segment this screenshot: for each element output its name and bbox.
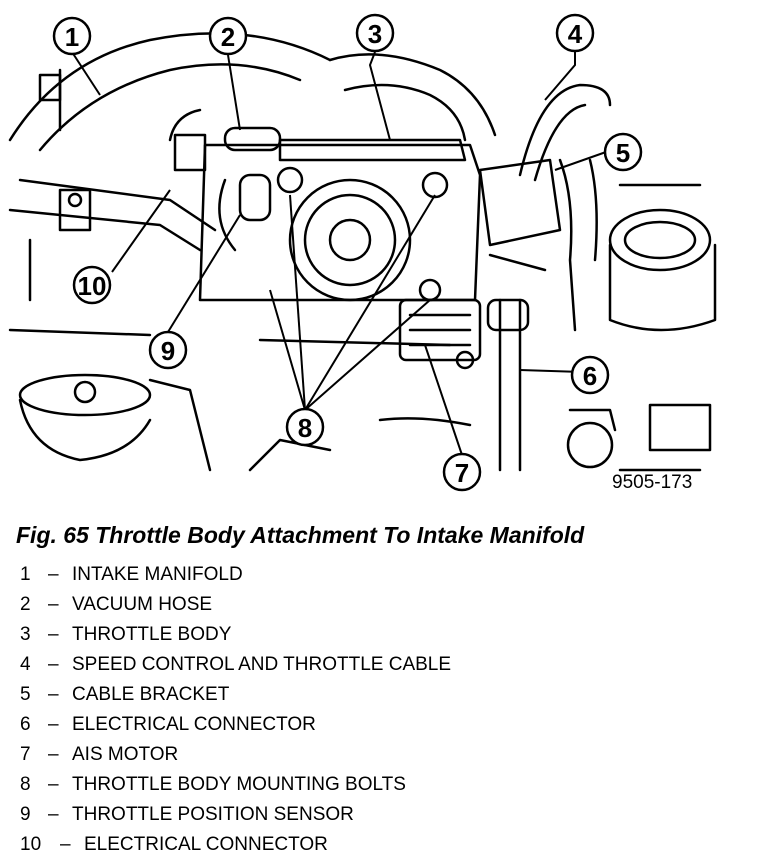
legend-label: VACUUM HOSE: [72, 594, 213, 615]
callout-9: [148, 330, 188, 370]
reservoir-art: [608, 183, 717, 332]
callout-4: [555, 13, 595, 53]
legend-dash: –: [48, 624, 59, 645]
callout-3-label: 3: [368, 19, 382, 49]
legend-number: 1: [20, 564, 31, 585]
figure-id-label: 9505-173: [612, 472, 693, 493]
callout-2: [208, 16, 248, 56]
legend-label: INTAKE MANIFOLD: [72, 564, 243, 585]
legend-label: THROTTLE BODY MOUNTING BOLTS: [72, 774, 406, 795]
legend-dash: –: [48, 654, 59, 675]
legend-dash: –: [60, 834, 71, 855]
ais-motor-art: [398, 298, 482, 370]
callout-9-label: 9: [161, 336, 175, 366]
callout-circles: [52, 13, 643, 492]
legend-label: AIS MOTOR: [72, 744, 179, 765]
callout-6-label: 6: [583, 361, 597, 391]
callout-10-label: 10: [78, 271, 107, 301]
engine-illustration: 1 2 3 4 5 6 7 8 9 10 9505-173: [8, 13, 717, 493]
legend-number: 7: [20, 744, 31, 765]
legend-dash: –: [48, 714, 59, 735]
callout-10: [72, 265, 112, 305]
filler-cap-art: [18, 373, 212, 472]
figure-caption: Fig. 65 Throttle Body Attachment To Inta…: [16, 522, 585, 548]
legend-dash: –: [48, 744, 59, 765]
callout-1: [52, 16, 92, 56]
legend-number: 2: [20, 594, 31, 615]
cable-bracket-art: [478, 83, 612, 472]
callout-3: [355, 13, 395, 53]
legend-label: THROTTLE BODY: [72, 624, 232, 645]
legend-dash: –: [48, 774, 59, 795]
legend-label: ELECTRICAL CONNECTOR: [84, 834, 328, 855]
callout-5: [603, 132, 643, 172]
leader-lines: [71, 51, 607, 456]
callout-8: [285, 407, 325, 447]
legend-number: 8: [20, 774, 31, 795]
legend-dash: –: [48, 594, 59, 615]
callout-4-label: 4: [568, 19, 583, 49]
legend-label: CABLE BRACKET: [72, 684, 230, 705]
electrical-connector-art: [566, 403, 712, 472]
callout-7-label: 7: [455, 458, 469, 488]
callout-6: [570, 355, 610, 395]
intake-manifold-art: [8, 32, 332, 302]
callout-8-label: 8: [298, 413, 312, 443]
callout-2-label: 2: [221, 22, 235, 52]
callout-1-label: 1: [65, 22, 79, 52]
legend-number: 9: [20, 804, 31, 825]
legend-dash: –: [48, 564, 59, 585]
legend-number: 3: [20, 624, 31, 645]
callout-5-label: 5: [616, 138, 630, 168]
legend-dash: –: [48, 804, 59, 825]
legend-number: 10: [20, 834, 42, 855]
throttle-body-art: [198, 138, 482, 302]
legend-label: THROTTLE POSITION SENSOR: [72, 804, 354, 825]
legend-label: ELECTRICAL CONNECTOR: [72, 714, 316, 735]
legend-label: SPEED CONTROL AND THROTTLE CABLE: [72, 654, 452, 675]
throttle-body-drawing: 1 2 3 4 5 6 7 8 9 10: [8, 13, 717, 492]
legend-dash: –: [48, 684, 59, 705]
callout-7: [442, 452, 482, 492]
legend-number: 4: [20, 654, 31, 675]
legend-number: 5: [20, 684, 31, 705]
legend-number: 6: [20, 714, 31, 735]
